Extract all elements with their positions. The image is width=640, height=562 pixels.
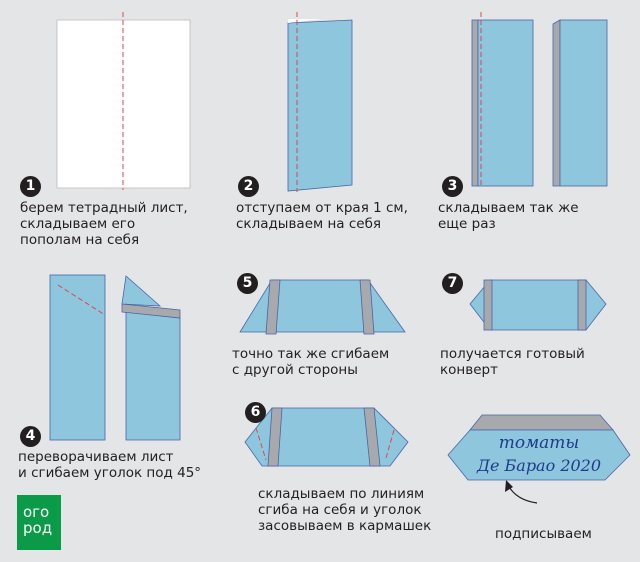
- logo-text: ого: [23, 503, 50, 521]
- signed-envelope: [447, 429, 631, 481]
- step-badge: 6: [245, 402, 266, 423]
- step-caption: получается готовый конверт: [440, 346, 585, 378]
- ogorod-logo: ого род: [17, 495, 61, 550]
- envelope-label-line1: томаты: [498, 433, 580, 453]
- step3-sheet-b: [559, 19, 608, 187]
- step-badge: 1: [20, 176, 41, 197]
- sign-caption: подписываем: [495, 526, 592, 542]
- step-badge: 5: [237, 273, 258, 294]
- step5-shape: [239, 279, 406, 333]
- logo-text: род: [23, 519, 53, 537]
- arrow-icon: [507, 484, 538, 504]
- step-caption: берем тетрадный лист, складываем его поп…: [20, 200, 188, 248]
- step3-sheet-a: [477, 19, 534, 187]
- step-caption: складываем по линиям сгиба на себя и уго…: [258, 486, 432, 534]
- step2-sheet: [287, 19, 353, 192]
- step-badge: 7: [442, 273, 463, 294]
- step-caption: отступаем от края 1 см, складываем на се…: [236, 200, 408, 232]
- step-caption: переворачиваем лист и сгибаем уголок под…: [18, 449, 202, 481]
- step-caption: точно так же сгибаем с другой стороны: [232, 346, 390, 378]
- step-badge: 3: [442, 176, 463, 197]
- envelope-label-line2: Де Барао 2020: [476, 456, 602, 475]
- fold-lines: [57, 12, 482, 461]
- step-badge: 2: [238, 176, 259, 197]
- step-badge: 4: [20, 426, 41, 447]
- step4-sheet-b: [125, 311, 181, 441]
- step4-sheet-a: [49, 274, 106, 441]
- step-caption: складываем так же еще раз: [438, 200, 579, 232]
